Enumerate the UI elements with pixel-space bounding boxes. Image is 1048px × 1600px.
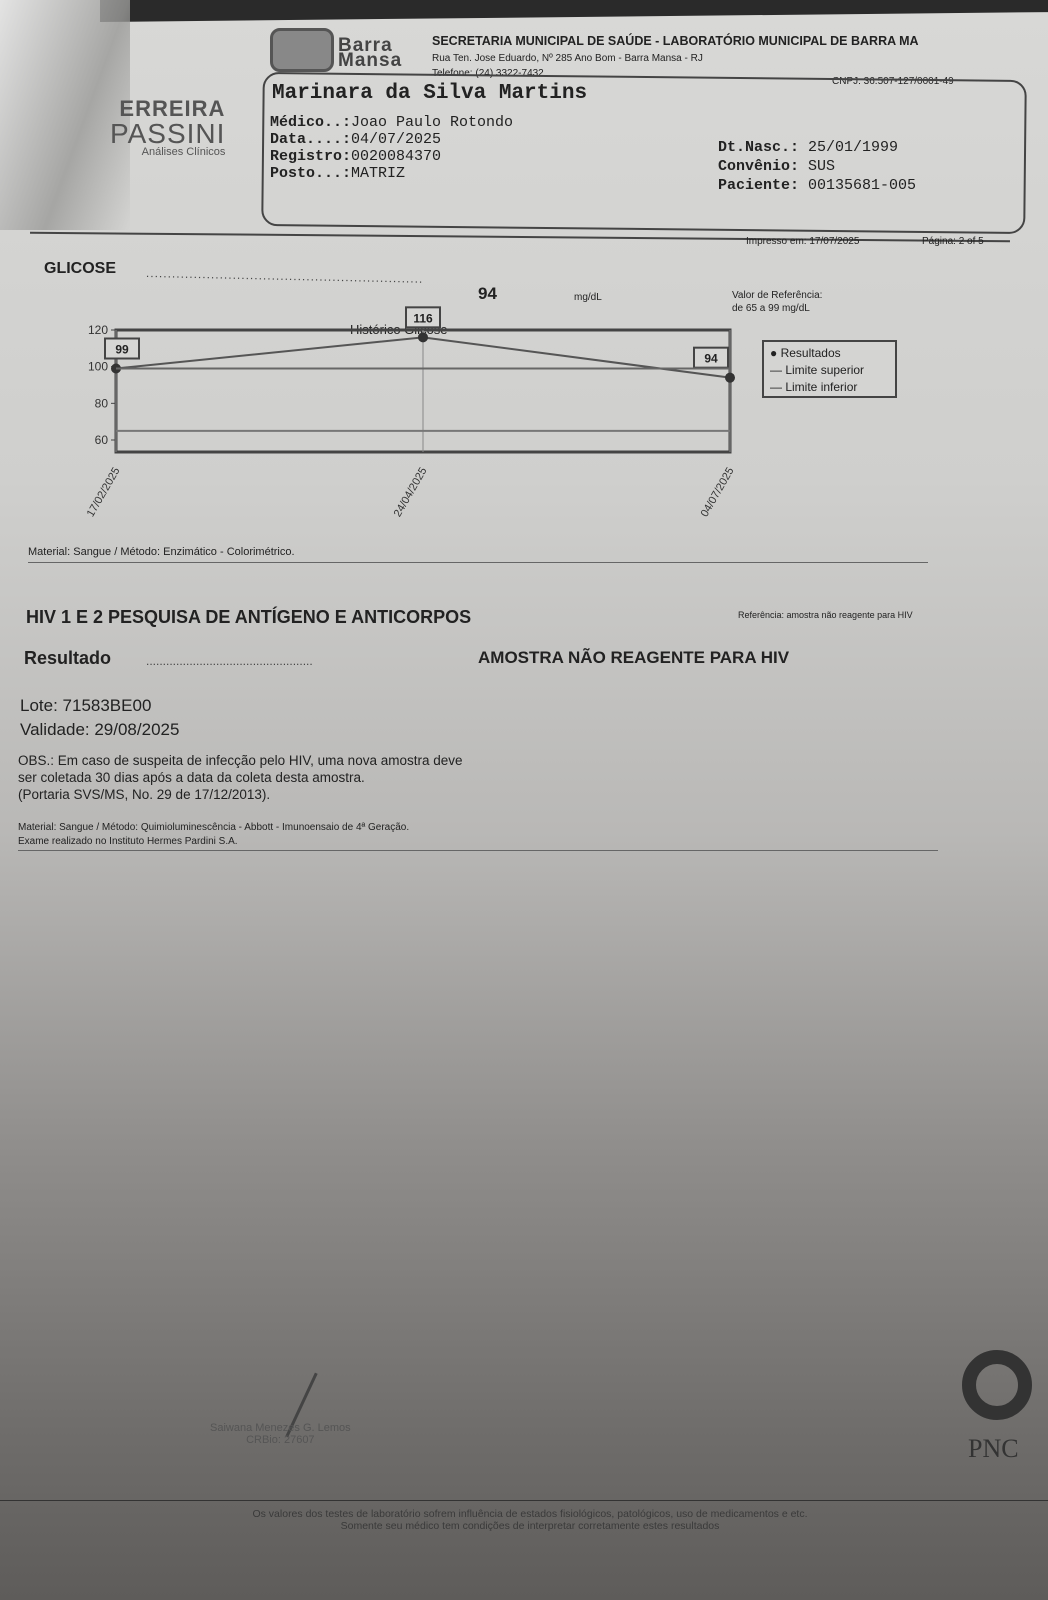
- hiv-title: HIV 1 E 2 PESQUISA DE ANTÍGENO E ANTICOR…: [26, 607, 472, 627]
- patient-id-value: 00135681-005: [808, 177, 917, 194]
- registro-value: 0020084370: [351, 148, 442, 165]
- data-label-box: [104, 337, 140, 360]
- obs-line: OBS.: Em caso de suspeita de infecção pe…: [18, 753, 463, 768]
- page-number: Página: 2 of 5: [922, 236, 984, 247]
- field-label: Dt.Nasc.:: [718, 139, 800, 156]
- reference-value: de 65 a 99 mg/dL: [732, 303, 810, 314]
- seal-text: PNC: [968, 1434, 1019, 1463]
- field-label: Paciente:: [718, 177, 800, 194]
- obs-line: (Portaria SVS/MS, No. 29 de 17/12/2013).: [18, 787, 271, 802]
- lab-address: Rua Ten. Jose Eduardo, Nº 285 Ano Bom - …: [432, 53, 703, 64]
- lote: Lote: 71583BE00: [20, 696, 152, 715]
- x-tick-label: 17/02/2025: [85, 466, 123, 520]
- posto-value: MATRIZ: [351, 165, 406, 182]
- legend-item: — Limite inferior: [770, 380, 858, 394]
- legend-label: Limite superior: [785, 363, 865, 377]
- lab-phone: Telefone: (24) 3322-7432: [432, 68, 544, 79]
- logo-line: Mansa: [338, 50, 403, 71]
- data-label-box: [405, 306, 441, 329]
- glicose-history-chart: 60 80 100 120 17/02/2025 24/04/2025 04/07/2025…: [85, 306, 737, 520]
- y-tick-label: 60: [95, 433, 109, 447]
- convenio-value: SUS: [808, 158, 836, 175]
- printed-date: Impresso em: 17/07/2025: [746, 236, 860, 247]
- data-label: 116: [413, 311, 433, 325]
- y-tick-label: 100: [88, 360, 108, 374]
- data-label: 99: [115, 343, 129, 357]
- hiv-method: Material: Sangue / Método: Quimiolumines…: [18, 822, 410, 833]
- field-label: Registro:: [270, 148, 352, 165]
- logo-line: Análises Clínicos: [141, 146, 226, 158]
- logo-line: PASSINI: [110, 118, 226, 149]
- field-label: Posto...:: [270, 165, 352, 182]
- municipality-crest: [270, 28, 334, 72]
- hiv-result: AMOSTRA NÃO REAGENTE PARA HIV: [478, 648, 790, 667]
- legend-label: Resultados: [780, 346, 841, 360]
- lab-logo: ERREIRA PASSINI Análises Clínicos: [110, 96, 225, 158]
- obs-line: ser coletada 30 dias após a data da cole…: [18, 770, 365, 785]
- doctor-value: Joao Paulo Rotondo: [351, 114, 514, 131]
- page-shadow: [0, 0, 130, 230]
- signer-registration: CRBio: 27607: [246, 1434, 315, 1446]
- hiv-lab: Exame realizado no Instituto Hermes Pard…: [18, 836, 238, 847]
- logo-line: Barra: [338, 35, 393, 56]
- patient-name: Marinara da Silva Martins: [272, 82, 588, 105]
- glicose-method: Material: Sangue / Método: Enzimático - …: [28, 546, 295, 558]
- date-value: 04/07/2025: [351, 131, 442, 148]
- glicose-value: 94: [478, 284, 497, 303]
- reference-label: Valor de Referência:: [732, 290, 823, 301]
- logo-line: ERREIRA: [119, 96, 226, 121]
- hiv-result-label: Resultado: [24, 648, 112, 668]
- lab-title: SECRETARIA MUNICIPAL DE SAÚDE - LABORATÓ…: [432, 34, 919, 48]
- chart-legend: ● Resultados — Limite superior — Limite …: [762, 340, 897, 398]
- signer-name: Saiwana Menezes G. Lemos: [210, 1422, 351, 1434]
- pnc-seal-icon: [962, 1350, 1032, 1420]
- footer-line: Os valores dos testes de laboratório sof…: [252, 1508, 808, 1520]
- legend-item: ● Resultados: [770, 346, 841, 360]
- lab-cnpj: CNPJ: 36.507-127/0001-49: [832, 76, 954, 87]
- birthdate-value: 25/01/1999: [808, 139, 899, 156]
- y-tick-label: 120: [88, 323, 108, 337]
- field-label: Médico..:: [270, 114, 352, 131]
- divider: [0, 1500, 1048, 1501]
- divider: [18, 850, 938, 851]
- leader-dots: ........................................…: [146, 654, 313, 668]
- x-tick-label: 04/07/2025: [699, 466, 737, 520]
- field-label: Convênio:: [718, 158, 800, 175]
- legend-label: Limite inferior: [785, 380, 858, 394]
- legend-item: — Limite superior: [770, 363, 865, 377]
- glicose-title: GLICOSE: [44, 260, 117, 277]
- divider: [28, 562, 928, 563]
- patient-right-fields: Dt.Nasc.: 25/01/1999 Convênio: SUS Pacie…: [718, 138, 916, 195]
- field-label: Data....:: [270, 131, 352, 148]
- result-point: [418, 332, 428, 343]
- signature-block: Saiwana Menezes G. Lemos CRBio: 27607: [210, 1422, 351, 1446]
- y-tick-label: 80: [95, 396, 109, 410]
- validade: Validade: 29/08/2025: [20, 720, 180, 739]
- result-point: [725, 372, 735, 383]
- footer-note: Os valores dos testes de laboratório sof…: [150, 1508, 910, 1532]
- data-label: 94: [704, 352, 718, 366]
- patient-left-fields: Médico..:Joao Paulo Rotondo Data....:04/…: [270, 114, 513, 182]
- hiv-reference: Referência: amostra não reagente para HI…: [738, 610, 913, 620]
- x-tick-label: 24/04/2025: [392, 466, 430, 520]
- footer-line: Somente seu médico tem condições de inte…: [340, 1520, 720, 1532]
- glicose-unit: mg/dL: [574, 292, 602, 303]
- hiv-observation: OBS.: Em caso de suspeita de infecção pe…: [18, 752, 463, 803]
